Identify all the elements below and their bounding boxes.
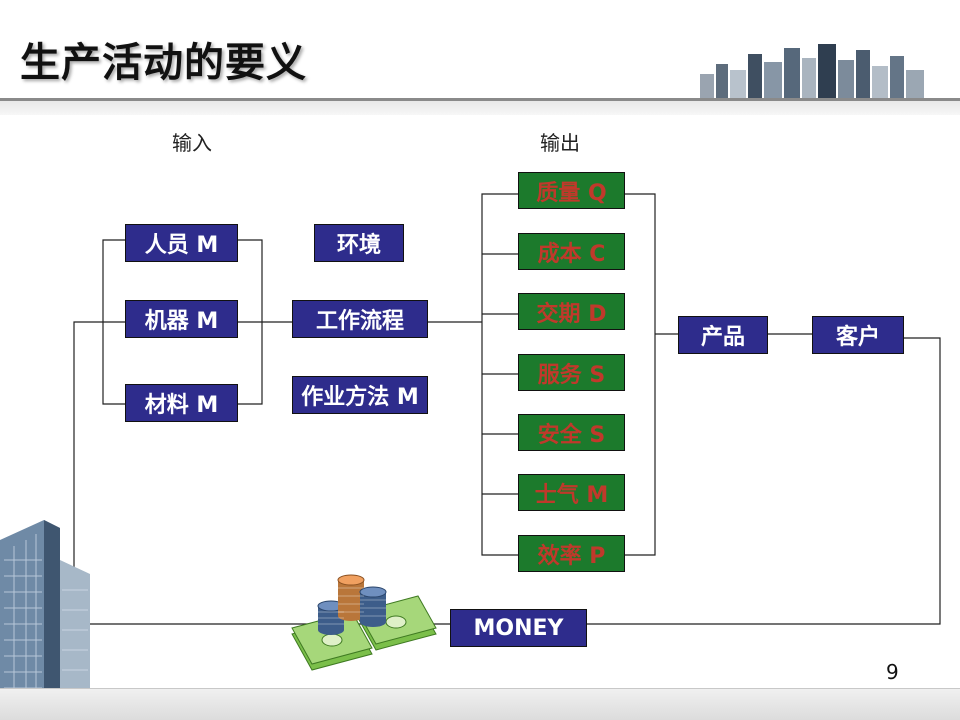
- process-box-environment: 环境: [314, 224, 404, 262]
- input-box-machine: 机器 M: [125, 300, 238, 338]
- input-box-material: 材料 M: [125, 384, 238, 422]
- city-skyline-image: [700, 44, 924, 98]
- money-coins-icon: [291, 574, 437, 671]
- output-box-cost: 成本 C: [518, 233, 625, 270]
- input-box-people: 人员 M: [125, 224, 238, 262]
- output-label: 输出: [540, 131, 580, 155]
- process-box-workflow: 工作流程: [292, 300, 428, 338]
- title-divider: [0, 98, 960, 101]
- title-divider-shadow: [0, 101, 960, 115]
- office-building-image: [0, 520, 90, 710]
- input-label: 输入: [172, 131, 212, 155]
- output-box-safety: 安全 S: [518, 414, 625, 451]
- output-box-morale: 士气 M: [518, 474, 625, 511]
- output-box-delivery: 交期 D: [518, 293, 625, 330]
- page-number: 9: [886, 660, 899, 684]
- output-box-service: 服务 S: [518, 354, 625, 391]
- product-box: 产品: [678, 316, 768, 354]
- footer-bar: [0, 688, 960, 720]
- output-box-efficiency: 效率 P: [518, 535, 625, 572]
- process-box-method: 作业方法 M: [292, 376, 428, 414]
- customer-box: 客户: [812, 316, 904, 354]
- money-box: MONEY: [450, 609, 587, 647]
- slide-title: 生产活动的要义: [20, 40, 307, 86]
- output-box-quality: 质量 Q: [518, 172, 625, 209]
